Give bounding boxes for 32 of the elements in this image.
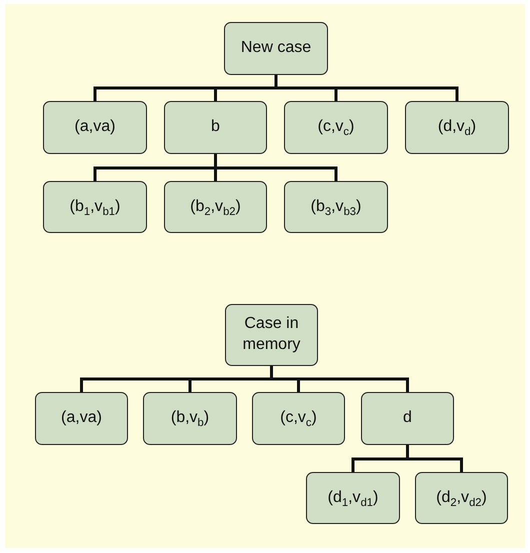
- node-label: (d$_{2}$,v$_{d2}$): [436, 488, 487, 508]
- tree-connector: [406, 445, 463, 472]
- tree-node-box: [225, 304, 318, 366]
- node-label: Case in memory: [242, 314, 302, 355]
- node-label: (b$_{2}$,v$_{b2}$): [190, 196, 241, 218]
- node-label: (c,v$_{c}$): [280, 408, 317, 429]
- tree-node-box: [224, 22, 328, 75]
- node-label: (b$_{1}$,v$_{b1}$): [70, 196, 120, 218]
- tree-node-box: [284, 181, 388, 233]
- node-label: (c,v$_{c}$): [318, 117, 354, 138]
- node-label: (a,va): [61, 408, 102, 428]
- tree-node-box: [284, 101, 388, 154]
- node-label: d: [403, 408, 412, 428]
- tree-node-box: [164, 101, 267, 154]
- tree-node-box: [252, 392, 345, 445]
- node-label: (b$_{3}$,v$_{b3}$): [310, 196, 362, 218]
- tree-node-box: [35, 392, 128, 445]
- node-label: (b,v$_{b}$): [170, 408, 210, 429]
- tree-node-box: [405, 101, 509, 154]
- node-label: (d,v$_{d}$): [438, 117, 476, 138]
- node-label: (a,va): [74, 117, 116, 138]
- tree-node-box: [143, 392, 237, 445]
- tree-node-box: [415, 472, 508, 524]
- node-label: b: [211, 117, 220, 138]
- tree-connector: [214, 154, 338, 181]
- tree-node-box: [306, 472, 400, 524]
- tree-node-box: [43, 181, 147, 233]
- tree-node-box: [361, 392, 454, 445]
- node-label: (d$_{1}$,v$_{d1}$): [328, 488, 378, 508]
- tree-node-box: [164, 181, 267, 233]
- node-label: New case: [240, 38, 312, 58]
- tree-node-box: [43, 101, 147, 154]
